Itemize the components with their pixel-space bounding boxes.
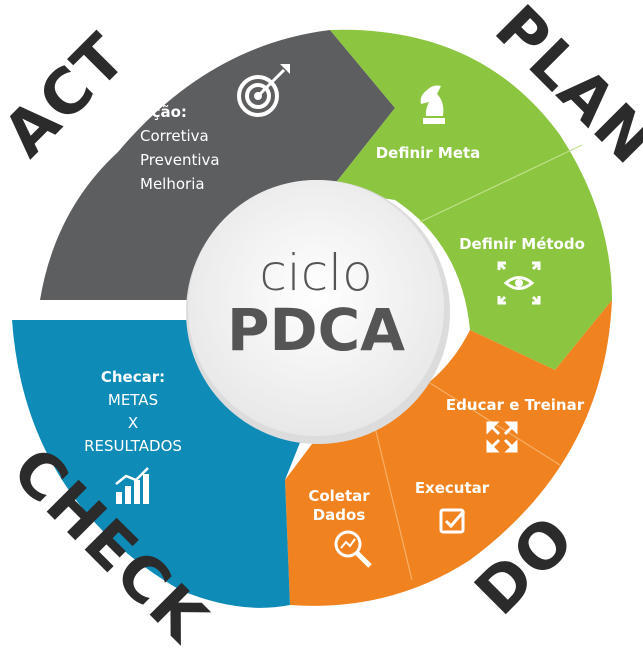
center-ciclo: ciclo	[259, 244, 372, 302]
phase-act: ACT	[0, 19, 141, 171]
act-item-3: Melhoria	[140, 175, 205, 193]
do-step2-label: Executar	[415, 479, 490, 497]
act-item-1: Corretiva	[140, 127, 209, 145]
check-title: Checar:	[101, 368, 165, 386]
target-icon	[237, 64, 290, 117]
do-step3-line1: Coletar	[308, 487, 370, 505]
act-item-2: Preventiva	[140, 151, 220, 169]
act-title: Ação:	[140, 103, 187, 121]
center-pdca: PDCA	[227, 296, 405, 364]
checkbox-icon	[439, 508, 466, 534]
act-segment	[40, 30, 395, 300]
do-step1-label: Educar e Treinar	[446, 396, 585, 414]
plan-divider	[419, 144, 583, 223]
do-segment	[285, 300, 612, 606]
check-line-3: RESULTADOS	[84, 437, 182, 455]
plan-segment	[330, 29, 612, 371]
check-line-1: METAS	[108, 391, 158, 409]
bar-chart-icon	[115, 467, 149, 504]
check-line-2: X	[128, 414, 138, 432]
plan-step2-label: Definir Método	[459, 235, 585, 253]
magnifier-chart-icon	[334, 530, 372, 568]
do-divider-2	[371, 414, 413, 581]
do-step3-line2: Dados	[313, 506, 366, 524]
expand-arrows-icon	[486, 421, 518, 453]
eye-arrows-icon	[497, 261, 541, 305]
chess-knight-icon	[420, 85, 445, 124]
center-circle	[188, 180, 444, 436]
plan-step1-label: Definir Meta	[376, 144, 481, 162]
